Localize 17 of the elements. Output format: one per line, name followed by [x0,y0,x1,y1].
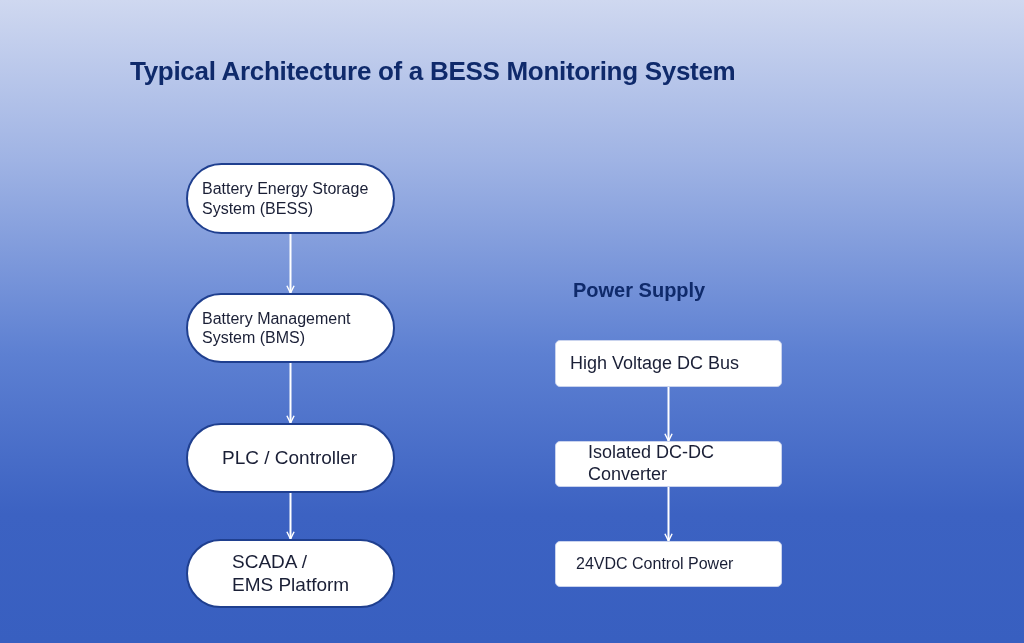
arrow [286,492,295,540]
section-heading: Power Supply [573,279,706,302]
node-label: SCADA / EMS Platform [232,550,351,597]
arrow [664,486,673,542]
title: Typical Architecture of a BESS Monitoring System [130,56,736,87]
node-label: Battery Management System (BMS) [202,308,352,348]
node-label: PLC / Controller [222,446,359,470]
arrow [286,233,295,294]
process-box [555,541,782,587]
process-box [555,340,782,387]
arrow [286,362,295,424]
arrow [664,386,673,442]
process-box [555,441,782,487]
node-label: High Voltage DC Bus [570,352,741,375]
node-label: Battery Energy Storage System (BESS) [202,179,370,218]
node-label: Isolated DC-DC Converter [588,442,716,486]
node-label: 24VDC Control Power [576,554,735,574]
